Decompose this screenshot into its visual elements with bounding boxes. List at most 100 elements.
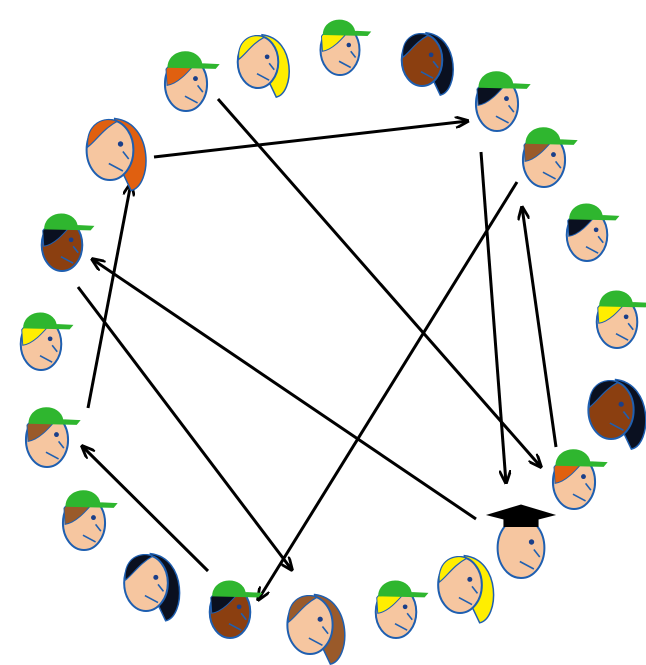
cap-icon [212,580,263,598]
nose-line [584,482,592,491]
teacher-face [485,504,557,579]
mouth-line [108,162,124,172]
mouth-line [609,422,624,432]
student-face [400,31,454,96]
bangs-shape [287,594,319,624]
eye-dot [153,574,159,580]
mouth-line [585,245,599,254]
bangs-shape [438,556,468,584]
nose-line [57,440,65,449]
mouth-line [45,451,59,460]
student-face [208,580,263,639]
eye-dot [504,96,509,102]
eye-dot [402,604,408,610]
mouth-line [60,255,74,264]
arrow-17-to-21 [86,183,131,409]
mouth-line [495,115,509,124]
student-face [286,593,346,665]
nose-line [627,322,634,331]
eye-dot [346,42,352,48]
mouth-line [458,596,473,606]
nose-line [94,523,102,532]
cap-icon [65,490,118,508]
nose-line [157,583,165,592]
cap-icon [44,213,95,231]
cap-icon [28,407,81,425]
nose-line [597,235,604,244]
eye-dot [91,515,96,521]
student-face [437,554,495,624]
nose-line [533,549,541,558]
cap-icon [555,449,608,467]
eye-dot [68,237,74,243]
arrows-layer [76,98,558,600]
arrow-20-to-14 [76,286,292,570]
faces-layer [19,19,646,665]
nose-line [350,50,357,58]
student-face [123,552,181,622]
nose-line [622,410,630,420]
bangs-shape [402,33,430,59]
mouth-line [39,354,53,363]
mouth-line [144,594,159,604]
eye-dot [467,576,473,582]
nose-line [268,62,275,71]
nose-line [240,612,247,621]
student-face [551,449,608,510]
nose-line [554,160,562,169]
arrow-21-to-5 [153,121,468,159]
eye-dot [581,474,586,480]
cap-icon [599,290,646,308]
cap-icon [167,51,220,69]
student-face [565,203,620,262]
student-face [474,71,531,132]
student-face [319,19,372,76]
student-face [19,312,74,371]
eye-dot [317,616,323,622]
eye-dot [618,401,624,407]
student-face [61,490,118,551]
student-face [521,127,578,188]
student-face [587,378,646,451]
bangs-shape [238,35,266,61]
nose-line [196,84,204,93]
mouth-line [184,95,198,104]
bangs-shape [588,379,620,409]
arrow-15-to-17 [82,446,210,573]
student-face [85,117,147,192]
eye-dot [593,227,599,233]
nose-line [406,612,413,621]
nose-line [471,585,479,594]
eye-dot [551,152,556,158]
eye-dot [54,432,59,438]
eye-dot [236,604,242,610]
student-face [163,51,220,112]
nose-line [321,625,329,635]
eye-dot [47,336,53,342]
mouth-line [394,622,408,631]
eye-dot [623,314,629,320]
cap-icon [322,19,372,37]
arrow-10-to-6 [522,207,558,448]
mortarboard-base [503,516,539,527]
cap-icon [23,312,74,330]
eye-dot [264,54,270,60]
eye-dot [428,52,434,58]
eye-dot [528,539,535,545]
nose-line [72,245,79,254]
mouth-line [228,622,242,631]
mouth-line [542,171,556,180]
arrow-6-to-15 [258,181,519,600]
mouth-line [338,60,352,69]
student-face [24,407,81,468]
mouth-line [519,560,535,570]
cap-icon [478,71,531,89]
nose-line [507,104,515,113]
mouth-line [420,70,434,79]
student-face [374,580,429,639]
nose-line [122,151,130,160]
cap-icon [569,203,620,221]
cap-icon [378,580,429,598]
